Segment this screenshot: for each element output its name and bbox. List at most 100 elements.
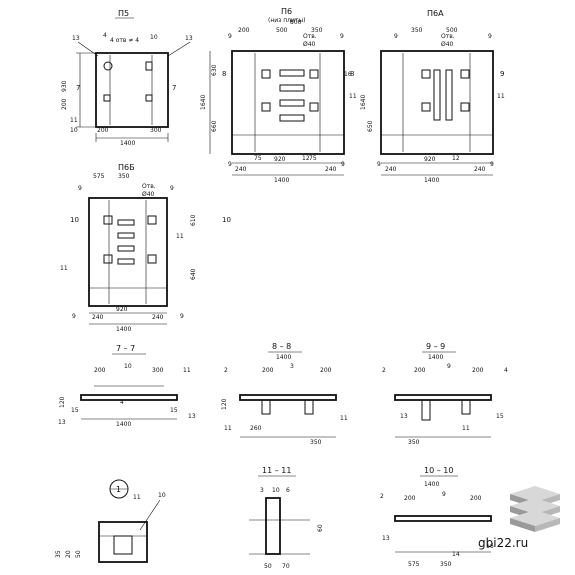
svg-text:350: 350 — [311, 27, 323, 34]
svg-text:7: 7 — [172, 84, 176, 92]
svg-text:11: 11 — [340, 415, 348, 422]
svg-text:10: 10 — [70, 127, 78, 134]
svg-text:920: 920 — [116, 306, 128, 313]
svg-text:4: 4 — [120, 399, 124, 406]
subtitle-p6: (низ плиты) — [268, 17, 306, 24]
svg-text:13: 13 — [188, 413, 196, 420]
svg-text:9: 9 — [394, 33, 398, 40]
svg-text:500: 500 — [276, 27, 288, 34]
svg-text:10: 10 — [150, 34, 158, 41]
svg-text:14: 14 — [452, 551, 460, 558]
svg-text:12: 12 — [302, 155, 310, 162]
svg-text:120: 120 — [221, 398, 228, 410]
svg-text:660: 660 — [211, 120, 218, 132]
svg-text:200: 200 — [472, 367, 484, 374]
svg-text:11: 11 — [224, 425, 232, 432]
svg-text:8: 8 — [350, 70, 354, 78]
svg-text:Ø40: Ø40 — [142, 191, 155, 198]
svg-text:8: 8 — [222, 70, 226, 78]
svg-text:300: 300 — [152, 367, 164, 374]
svg-text:11: 11 — [60, 265, 68, 272]
svg-text:15: 15 — [71, 407, 79, 414]
svg-text:500: 500 — [446, 27, 458, 34]
svg-text:200: 200 — [97, 127, 109, 134]
svg-text:1640: 1640 — [360, 95, 367, 110]
svg-text:9: 9 — [180, 313, 184, 320]
svg-text:9: 9 — [170, 185, 174, 192]
svg-text:Отв.: Отв. — [441, 33, 455, 40]
svg-text:9: 9 — [490, 161, 494, 168]
svg-text:35: 35 — [55, 550, 62, 558]
svg-text:1400: 1400 — [424, 177, 439, 184]
svg-text:11: 11 — [462, 425, 470, 432]
svg-text:1400: 1400 — [276, 354, 291, 361]
svg-text:20: 20 — [65, 550, 72, 558]
svg-text:200: 200 — [61, 98, 68, 110]
section-8-8: 8 – 8 1400 200 200 3 2 260 350 11 11 120 — [221, 342, 348, 446]
svg-text:350: 350 — [310, 439, 322, 446]
svg-text:50: 50 — [264, 563, 272, 570]
svg-text:9: 9 — [72, 313, 76, 320]
svg-text:240: 240 — [385, 166, 397, 173]
svg-text:920: 920 — [424, 156, 436, 163]
svg-text:240: 240 — [235, 166, 247, 173]
svg-text:1640: 1640 — [200, 95, 207, 110]
svg-text:240: 240 — [92, 314, 104, 321]
svg-text:9: 9 — [447, 363, 451, 370]
svg-text:1400: 1400 — [428, 354, 443, 361]
svg-text:200: 200 — [404, 495, 416, 502]
svg-text:10: 10 — [124, 363, 132, 370]
title-p6: П6 — [281, 7, 292, 16]
section-10-10: 10 – 10 1400 200 200 9 2 575 350 14 13 1… — [380, 466, 494, 568]
svg-text:60: 60 — [317, 524, 324, 532]
title-s99: 9 – 9 — [426, 342, 445, 351]
svg-text:7: 7 — [76, 84, 80, 92]
svg-text:10: 10 — [222, 216, 231, 224]
node-detail-1: 1 11 10 35 20 50 — [55, 479, 166, 563]
svg-text:350: 350 — [440, 561, 452, 568]
svg-text:650: 650 — [367, 120, 374, 132]
svg-text:70: 70 — [282, 563, 290, 570]
svg-text:1400: 1400 — [116, 326, 131, 333]
title-node1: 1 — [116, 485, 121, 494]
svg-text:Ø40: Ø40 — [303, 41, 316, 48]
svg-text:9: 9 — [340, 33, 344, 40]
svg-text:11: 11 — [497, 93, 505, 100]
svg-text:200: 200 — [414, 367, 426, 374]
svg-text:1400: 1400 — [116, 421, 131, 428]
svg-text:350: 350 — [411, 27, 423, 34]
svg-text:200: 200 — [320, 367, 332, 374]
svg-text:2: 2 — [224, 367, 228, 374]
svg-text:13: 13 — [58, 419, 66, 426]
svg-text:9: 9 — [377, 161, 381, 168]
svg-text:12: 12 — [452, 155, 460, 162]
svg-text:9: 9 — [78, 185, 82, 192]
title-s1010: 10 – 10 — [424, 466, 453, 475]
svg-text:Отв.: Отв. — [142, 183, 156, 190]
title-s77: 7 – 7 — [116, 344, 135, 353]
title-p5: П5 — [118, 9, 129, 18]
svg-text:1400: 1400 — [424, 481, 439, 488]
svg-text:240: 240 — [474, 166, 486, 173]
svg-text:350: 350 — [408, 439, 420, 446]
svg-text:9: 9 — [341, 161, 345, 168]
svg-text:6: 6 — [286, 487, 290, 494]
svg-text:4: 4 — [103, 32, 107, 39]
watermark: gbi22.ru — [478, 536, 529, 550]
svg-text:2: 2 — [380, 493, 384, 500]
svg-text:2: 2 — [382, 367, 386, 374]
view-p6a: П6А Отв. Ø40 1640 650 920 1400 240 240 3… — [360, 9, 505, 184]
svg-text:640: 640 — [190, 268, 197, 280]
svg-text:630: 630 — [211, 64, 218, 76]
svg-text:4: 4 — [504, 367, 508, 374]
svg-text:1400: 1400 — [120, 140, 135, 147]
svg-text:3: 3 — [260, 487, 264, 494]
svg-text:9: 9 — [488, 33, 492, 40]
svg-text:10: 10 — [272, 487, 280, 494]
svg-text:75: 75 — [254, 155, 262, 162]
svg-text:350: 350 — [118, 173, 130, 180]
svg-text:260: 260 — [250, 425, 262, 432]
title-s88: 8 – 8 — [272, 342, 291, 351]
svg-text:930: 930 — [61, 80, 68, 92]
